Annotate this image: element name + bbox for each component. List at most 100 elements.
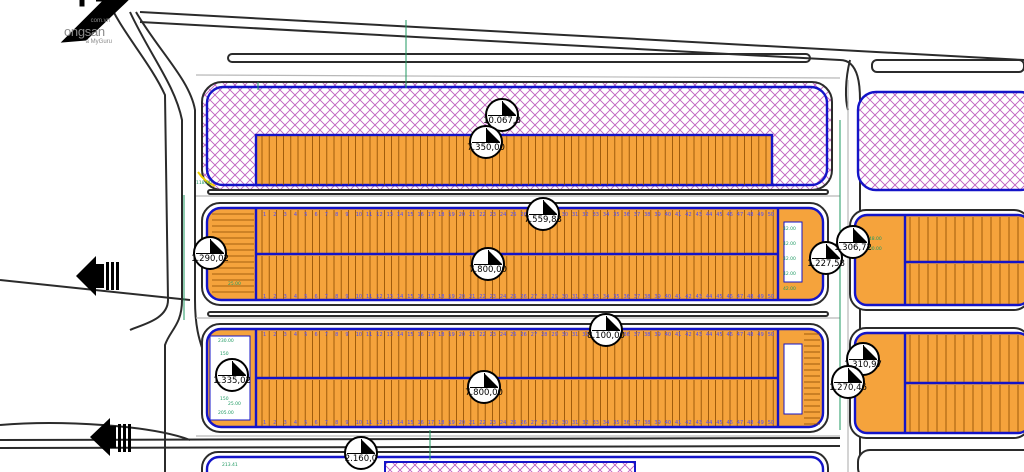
lot-number: 38 (644, 212, 650, 218)
lot-number: 12 (376, 212, 382, 218)
road-median (207, 53, 1024, 317)
lot-number: 8 (335, 294, 338, 300)
lot-number: 6 (315, 294, 318, 300)
lot-number: 22 (479, 294, 485, 300)
lot-number: 5 (304, 420, 307, 426)
lot-number: 36 (624, 212, 630, 218)
lot-number: 25 (510, 332, 516, 338)
lot-number: 38 (644, 332, 650, 338)
lot-number: 26 (521, 294, 527, 300)
lot-number: 32 (582, 420, 588, 426)
lot-number: 1 (263, 420, 266, 426)
lot-number: 45 (716, 332, 722, 338)
lot-number: 42 (685, 212, 691, 218)
lot-number: 50 (768, 294, 774, 300)
lot-number: 7 (325, 294, 328, 300)
lot-number: 7 (325, 212, 328, 218)
lot-number: 16 (418, 420, 424, 426)
lot-number: 46 (727, 294, 733, 300)
lot-number: 5 (304, 212, 307, 218)
lot-number: 15 (407, 294, 413, 300)
lot-number: 3 (284, 332, 287, 338)
lot-number: 9 (345, 294, 348, 300)
lot-number: 43 (696, 212, 702, 218)
lot-number: 40 (665, 294, 671, 300)
dimension-label: 25.00 (228, 401, 241, 407)
lot-number: 3 (284, 294, 287, 300)
lot-number: 43 (696, 420, 702, 426)
lot-number: 44 (706, 420, 712, 426)
lot-number: 14 (397, 332, 403, 338)
lot-number: 48 (747, 420, 753, 426)
lot-number: 11 (366, 420, 372, 426)
lot-number: 2 (273, 420, 276, 426)
lot-number: 30 (562, 332, 568, 338)
lot-number: 39 (654, 420, 660, 426)
lot-number: 27 (531, 294, 537, 300)
lot-number: 4 (294, 212, 297, 218)
dimension-label: 118.00 (196, 180, 212, 186)
lot-number: 5 (304, 294, 307, 300)
lot-number: 28 (541, 212, 547, 218)
lot-number: 21 (469, 332, 475, 338)
dimension-label: 200.00 (866, 246, 882, 252)
lot-number: 41 (675, 212, 681, 218)
lot-number: 29 (551, 332, 557, 338)
lot-number: 42 (685, 294, 691, 300)
lot-number: 4 (294, 420, 297, 426)
lot-number: 17 (428, 294, 434, 300)
dimension-label: 25.00 (228, 281, 241, 287)
lot-number: 13 (387, 332, 393, 338)
lot-number: 19 (448, 420, 454, 426)
lot-number: 18 (438, 332, 444, 338)
lot-number: 18 (438, 294, 444, 300)
lot-number: 10 (356, 420, 362, 426)
lot-number: 43 (696, 332, 702, 338)
lot-number: 20 (459, 332, 465, 338)
lot-number: 32 (582, 212, 588, 218)
lot-number: 49 (757, 420, 763, 426)
lot-number: 47 (737, 294, 743, 300)
lot-number: 42 (685, 420, 691, 426)
lot-number: 45 (716, 212, 722, 218)
lot-number: 34 (603, 212, 609, 218)
lot-number: 48 (747, 212, 753, 218)
lot-number: 15 (407, 332, 413, 338)
lot-number: 24 (500, 420, 506, 426)
lot-number: 22 (479, 420, 485, 426)
lot-number: 18 (438, 420, 444, 426)
lot-number: 43 (696, 294, 702, 300)
lot-number: 29 (551, 294, 557, 300)
lot-number: 31 (572, 332, 578, 338)
lot-number: 16 (418, 212, 424, 218)
lot-number: 6 (315, 212, 318, 218)
lot-number: 14 (397, 212, 403, 218)
dimension-label: 42.00 (783, 286, 796, 292)
lot-number: 50 (768, 332, 774, 338)
lot-number: 47 (737, 212, 743, 218)
block-north (201, 81, 833, 191)
block-middle (201, 202, 829, 306)
lot-number: 37 (634, 420, 640, 426)
lot-number: 31 (572, 420, 578, 426)
lot-number: 22 (479, 332, 485, 338)
lot-number: 24 (500, 294, 506, 300)
lot-number: 39 (654, 212, 660, 218)
lot-number: 41 (675, 332, 681, 338)
block-south (201, 323, 829, 433)
dimension-label: 213.41 (222, 462, 238, 468)
lot-number: 38 (644, 294, 650, 300)
lot-number: 17 (428, 332, 434, 338)
lot-number: 23 (490, 332, 496, 338)
lot-number: 12 (376, 332, 382, 338)
lot-number: 33 (593, 294, 599, 300)
lot-number: 19 (448, 212, 454, 218)
lot-number: 35 (613, 332, 619, 338)
lot-number: 7 (325, 332, 328, 338)
north-arrow-icon (60, 0, 129, 43)
lot-number: 30 (562, 294, 568, 300)
lot-number: 28 (541, 294, 547, 300)
lot-number: 11 (366, 332, 372, 338)
